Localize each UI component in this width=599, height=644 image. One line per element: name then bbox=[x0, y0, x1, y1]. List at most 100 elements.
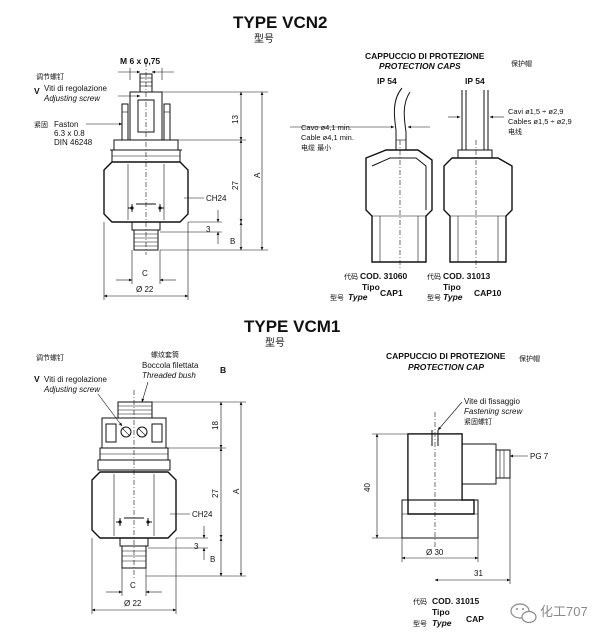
caps-cavi-it: Cavi ø1,5 ÷ ø2,9 bbox=[508, 107, 563, 116]
cap2-pg7: PG 7 bbox=[530, 452, 549, 461]
vcn2-faston-1: Faston bbox=[54, 120, 78, 129]
vcm1-adjust-v: V bbox=[34, 374, 40, 384]
vcn2-adjust-it: Viti di regolazione bbox=[44, 84, 108, 93]
vcn2-dim-d22: Ø 22 bbox=[136, 285, 154, 294]
cap2-dimensions: 40 Ø 30 31 bbox=[363, 433, 511, 584]
vcm1-adjust-it: Viti di regolazione bbox=[44, 375, 108, 384]
cap2-tipo: Tipo bbox=[432, 607, 450, 617]
vcn2-dim-13: 13 bbox=[231, 115, 240, 124]
cap2-screw-it: Vite di fissaggio bbox=[464, 397, 520, 406]
vcn2-switch-drawing bbox=[103, 62, 189, 255]
vcn2-dim-a: A bbox=[253, 172, 262, 178]
vcm1-dim-c: C bbox=[130, 581, 136, 590]
cap2-code-cn: 代码 bbox=[413, 597, 427, 606]
vcn2-ch24: CH24 bbox=[206, 194, 227, 203]
cap2-title-cn: 保护帽 bbox=[519, 354, 540, 363]
vcm1-dim-d22: Ø 22 bbox=[124, 599, 142, 608]
vcn2-faston-2: 6.3 x 0.8 bbox=[54, 129, 85, 138]
cap1-name: CAP1 bbox=[380, 288, 403, 298]
cap2-drawing bbox=[401, 412, 511, 548]
cap2-screw-en: Fastening screw bbox=[464, 407, 523, 416]
cap1-type-cn: 型号 bbox=[330, 293, 344, 302]
vcn2-faston-cn: 紧固 bbox=[34, 120, 48, 129]
cap1-code: COD. 31060 bbox=[360, 271, 408, 281]
vcm1-adjust-en: Adjusting screw bbox=[43, 385, 101, 394]
caps-cavo-en: Cable ø4,1 min. bbox=[301, 133, 354, 142]
caps-cavi-cn: 电线 bbox=[508, 127, 522, 136]
cap10-type: Type bbox=[443, 292, 463, 302]
vcn2-dimensions: M 6 x 0,75 13 27 A 3 B C bbox=[103, 56, 268, 300]
wechat-icon bbox=[510, 603, 537, 624]
cap10-type-cn: 型号 bbox=[427, 293, 441, 302]
vcn2-adjusting-screw-callout: 调节螺钉 V Viti di regolazione Adjusting scr… bbox=[34, 72, 141, 103]
vcm1-bush-en: Threaded bush bbox=[142, 371, 196, 380]
cap10-code: COD. 31013 bbox=[443, 271, 491, 281]
vcn2-faston-3: DIN 46248 bbox=[54, 138, 93, 147]
caps-cavo-cn: 电缆 最小 bbox=[301, 143, 331, 152]
cap2-dim-40: 40 bbox=[363, 483, 372, 492]
vcn2-title: TYPE VCN2 bbox=[233, 13, 327, 32]
cap2-screw-cn: 紧固螺钉 bbox=[464, 417, 492, 426]
vcm1-switch-drawing bbox=[91, 390, 177, 580]
vcn2-adjust-en: Adjusting screw bbox=[43, 94, 101, 103]
caps-cavo-it: Cavo ø4,1 min. bbox=[301, 123, 352, 132]
watermark: 化工707 bbox=[510, 603, 588, 624]
vcm1-bush-cn: 螺纹套筒 bbox=[151, 350, 179, 359]
vcn2-adjust-v: V bbox=[34, 86, 40, 96]
vcm1-bush-b: B bbox=[220, 365, 226, 375]
vcn2-faston-callout: 紧固 Faston 6.3 x 0.8 DIN 46248 bbox=[34, 120, 123, 147]
vcm1-ch24: CH24 bbox=[192, 510, 213, 519]
vcm1-bush-callout: 螺纹套筒 Boccola filettata Threaded bush B bbox=[141, 350, 226, 403]
cap1-type: Type bbox=[348, 292, 368, 302]
vcn2-dim-c: C bbox=[142, 269, 148, 278]
cap10-code-block: 代码 COD. 31013 Tipo 型号 Type CAP10 bbox=[427, 271, 502, 302]
vcn2-dim-3: 3 bbox=[206, 225, 211, 234]
cap1-code-cn: 代码 bbox=[344, 272, 358, 281]
vcm1-title: TYPE VCM1 bbox=[244, 317, 340, 336]
vcn2-thread-label: M 6 x 0,75 bbox=[120, 56, 160, 66]
cap2-code: COD. 31015 bbox=[432, 596, 480, 606]
caps-title-it: CAPPUCCIO DI PROTEZIONE bbox=[365, 51, 485, 61]
vcm1-dim-18: 18 bbox=[211, 421, 220, 430]
vcm1-dim-a: A bbox=[232, 488, 241, 494]
cap2-header: CAPPUCCIO DI PROTEZIONE PROTECTION CAP 保… bbox=[386, 351, 540, 372]
vcm1-adjust-cn: 调节螺钉 bbox=[36, 353, 64, 362]
vcn2-dim-b: B bbox=[230, 237, 235, 246]
cap2-callouts: Vite di fissaggio Fastening screw 紧固螺钉 P… bbox=[437, 397, 549, 461]
vcm1-dim-27: 27 bbox=[211, 489, 220, 498]
cap1-drawing bbox=[365, 87, 433, 270]
cap2-title-it: CAPPUCCIO DI PROTEZIONE bbox=[386, 351, 506, 361]
caps-cavi-en: Cables ø1,5 ÷ ø2,9 bbox=[508, 117, 572, 126]
caps-title-en: PROTECTION CAPS bbox=[379, 61, 461, 71]
cap10-code-cn: 代码 bbox=[427, 272, 441, 281]
caps-ip1: IP 54 bbox=[377, 76, 397, 86]
cap2-dim-d30: Ø 30 bbox=[426, 548, 444, 557]
vcm1-dim-b: B bbox=[210, 555, 215, 564]
vcm1-dim-3: 3 bbox=[194, 542, 199, 551]
cap1-code-block: 代码 COD. 31060 Tipo 型号 Type CAP1 bbox=[330, 271, 408, 302]
caps-header: CAPPUCCIO DI PROTEZIONE PROTECTION CAPS … bbox=[365, 51, 532, 86]
cap10-name: CAP10 bbox=[474, 288, 502, 298]
caps-ip2: IP 54 bbox=[465, 76, 485, 86]
vcm1-adjusting-screw-callout: 调节螺钉 V Viti di regolazione Adjusting scr… bbox=[34, 353, 123, 427]
cap2-name: CAP bbox=[466, 614, 484, 624]
vcn2-dim-27: 27 bbox=[231, 181, 240, 190]
vcn2-title-cn: 型号 bbox=[254, 32, 274, 45]
vcm1-dimensions: 18 27 A 3 B C Ø 22 CH24 bbox=[91, 401, 246, 614]
cap2-type-cn: 型号 bbox=[413, 619, 427, 628]
vcm1-bush-it: Boccola filettata bbox=[142, 361, 199, 370]
cap2-code-block: 代码 COD. 31015 Tipo 型号 Type CAP bbox=[413, 596, 484, 628]
cap10-drawing bbox=[443, 90, 513, 270]
vcm1-title-cn: 型号 bbox=[265, 336, 285, 349]
cap10-tipo: Tipo bbox=[443, 282, 461, 292]
cap2-title-en: PROTECTION CAP bbox=[408, 362, 484, 372]
watermark-text: 化工707 bbox=[540, 604, 588, 619]
cap2-type: Type bbox=[432, 618, 452, 628]
cap2-dim-31: 31 bbox=[474, 569, 483, 578]
caps-title-cn: 保护帽 bbox=[511, 59, 532, 68]
cap1-tipo: Tipo bbox=[362, 282, 380, 292]
caps-cable-callouts: Cavo ø4,1 min. Cable ø4,1 min. 电缆 最小 Cav… bbox=[290, 107, 572, 152]
vcn2-adjust-cn: 调节螺钉 bbox=[36, 72, 64, 81]
